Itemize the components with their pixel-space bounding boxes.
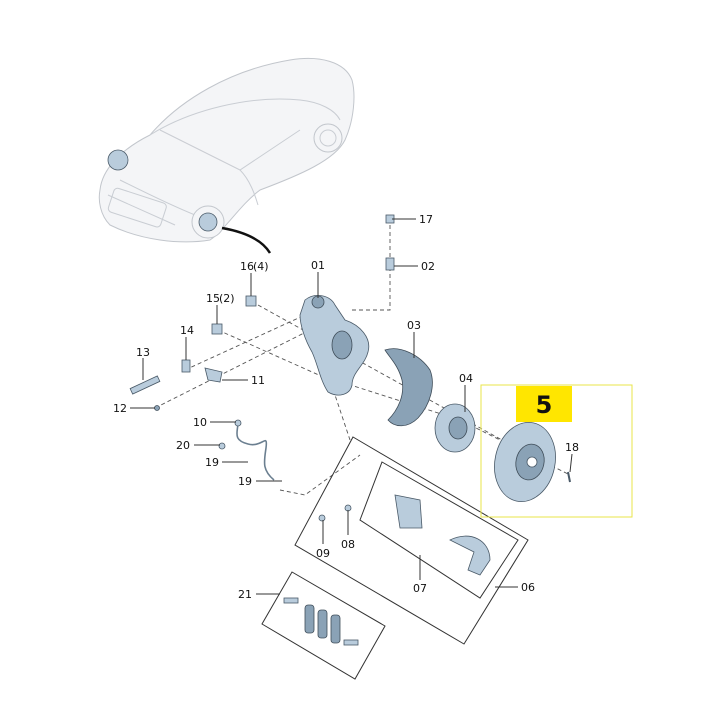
callout-16-qty: (4) bbox=[253, 260, 269, 273]
wear-sensor-cable bbox=[218, 419, 275, 481]
callout-16: 16 bbox=[240, 260, 254, 273]
callout-08: 08 bbox=[341, 538, 355, 551]
callout-15-qty: (2) bbox=[219, 292, 235, 305]
callout-11: 11 bbox=[251, 374, 265, 387]
callout-20: 20 bbox=[176, 439, 190, 452]
callout-02: 02 bbox=[421, 260, 435, 273]
steering-knuckle bbox=[299, 295, 370, 396]
callout-17: 17 bbox=[419, 213, 433, 226]
callout-14: 14 bbox=[180, 324, 194, 337]
callout-19-lower: 19 bbox=[238, 475, 252, 488]
callout-labels: 17 02 01 03 04 18 16 (4) 15 (2) 14 13 11… bbox=[113, 213, 579, 601]
callout-07: 07 bbox=[413, 582, 427, 595]
dust-shield bbox=[384, 348, 433, 427]
callout-10: 10 bbox=[193, 416, 207, 429]
callout-09: 09 bbox=[316, 547, 330, 560]
callout-12: 12 bbox=[113, 402, 127, 415]
car-illustration bbox=[98, 57, 355, 254]
wheel-hub bbox=[434, 403, 476, 453]
part-number-badge bbox=[516, 386, 572, 422]
callout-18: 18 bbox=[565, 441, 579, 454]
brake-disc bbox=[494, 421, 556, 503]
callout-21: 21 bbox=[238, 588, 252, 601]
caliper-assembly-frame bbox=[294, 436, 529, 645]
callout-03: 03 bbox=[407, 319, 421, 332]
callout-06: 06 bbox=[521, 581, 535, 594]
disc-screw bbox=[567, 471, 571, 483]
callout-15: 15 bbox=[206, 292, 220, 305]
leader-lines bbox=[130, 218, 573, 595]
part-number-badge-text: 5 bbox=[536, 391, 553, 419]
highlight-frame: 5 bbox=[480, 384, 633, 518]
callout-13: 13 bbox=[136, 346, 150, 359]
callout-19-upper: 19 bbox=[205, 456, 219, 469]
callout-04: 04 bbox=[459, 372, 473, 385]
brake-pads-frame bbox=[261, 571, 386, 680]
callout-01: 01 bbox=[311, 259, 325, 272]
